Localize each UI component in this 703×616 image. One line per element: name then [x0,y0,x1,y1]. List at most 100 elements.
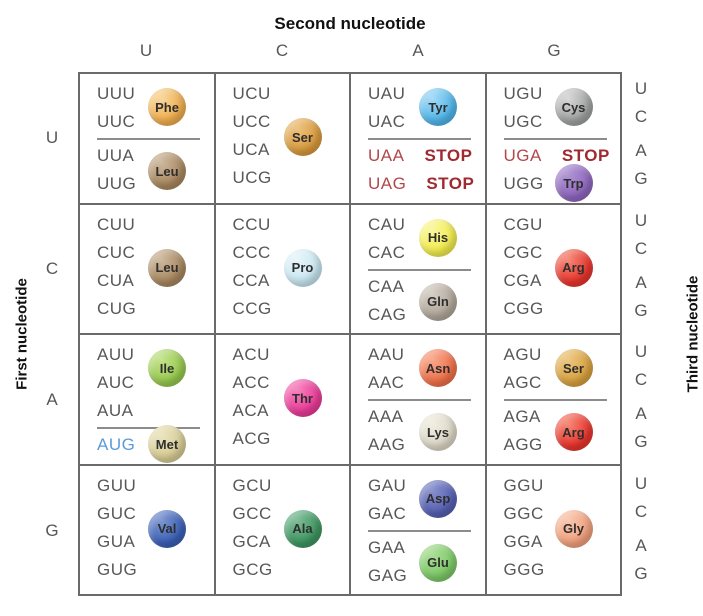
codon-UUC: UUC [97,112,136,131]
codon-UAU: UAU [368,84,406,103]
codon-group-divider [368,529,471,532]
codon-group-divider [503,138,607,140]
col-header-C: C [275,41,289,60]
third-letter-U: U [634,79,648,98]
codon-line-GAA: GAA [368,534,485,562]
codon-UCA: UCA [232,140,270,159]
third-letter-G: G [634,169,648,188]
amino-badge-Ser: Ser [554,349,593,387]
codon-UCU: UCU [232,84,271,103]
codon-GAC: GAC [368,503,407,523]
codon-UGC: UGC [503,112,543,131]
codon-line-ACC: ACC [233,369,350,397]
codon-line-CGG: CGG [504,295,621,323]
stop-label: STOP [561,146,610,165]
row-header-C: C [45,258,59,278]
codon-ACA: ACA [232,401,269,420]
codon-line-UGU: UGU [504,80,621,108]
codon-ACC: ACC [232,373,270,392]
codon-line-UCG: UCG [233,164,350,192]
amino-badge-Val: Val [148,509,186,548]
third-letter-C: C [634,238,648,258]
codon-line-UUG: UUG [97,170,214,198]
codon-UCG: UCG [232,168,272,187]
codon-line-ACA: ACA [233,397,350,425]
amino-badge-Asp: Asp [419,479,457,518]
codon-GCU: GCU [232,475,272,495]
codon-line-UGG: UGG [504,170,621,198]
codon-GAU: GAU [368,475,407,495]
codon-group-divider [368,138,471,140]
codon-line-CCU: CCU [233,211,350,239]
codon-line-ACG: ACG [233,425,350,453]
row-header-A: A [46,389,58,409]
codon-UGU: UGU [503,84,543,103]
second-nucleotide-title: Second nucleotide [274,14,426,33]
codon-UUG: UUG [97,174,137,193]
codon-line-UCC: UCC [233,108,350,136]
codon-line-AUU: AUU [97,341,214,369]
third-letter-U: U [634,342,648,361]
third-letter-G: G [634,300,648,320]
third-letter-A: A [635,272,647,292]
codon-line-CGC: CGC [504,239,621,267]
codon-AAA: AAA [368,407,404,426]
codon-AGC: AGC [503,373,542,392]
codon-line-AAG: AAG [368,431,485,459]
amino-badge-Cys: Cys [554,88,593,126]
codon-GUC: GUC [97,503,137,523]
codon-line-CGU: CGU [504,211,621,239]
codon-ACG: ACG [232,429,271,448]
codon-CAG: CAG [368,304,407,324]
codon-AGG: AGG [503,435,543,454]
amino-badge-Gly: Gly [554,509,593,548]
codon-line-GGU: GGU [504,472,621,500]
codon-line-CUA: CUA [97,267,214,295]
codon-GUG: GUG [97,559,138,579]
codon-line-AAC: AAC [368,369,485,397]
amino-badge-Gln: Gln [419,282,457,321]
codon-GCA: GCA [232,531,271,551]
codon-GGU: GGU [503,475,544,495]
col-header-U: U [139,41,153,60]
codon-ACU: ACU [232,345,270,364]
codon-line-CUC: CUC [97,239,214,267]
codon-AUG: AUG [97,435,136,454]
amino-badge-Met: Met [148,425,186,463]
codon-line-AUC: AUC [97,369,214,397]
row-header-U: U [45,127,59,147]
codon-line-ACU: ACU [233,341,350,369]
codon-line-CAU: CAU [368,211,485,239]
third-letter-U: U [634,210,648,230]
codon-CUU: CUU [97,214,136,234]
codon-GGA: GGA [503,531,543,551]
codon-line-UCU: UCU [233,80,350,108]
codon-line-CCA: CCA [233,267,350,295]
codon-GUA: GUA [97,531,136,551]
codon-GCG: GCG [232,559,273,579]
codon-AAU: AAU [368,345,405,364]
codon-group-divider [503,399,607,401]
amino-badge-Leu: Leu [148,248,186,287]
codon-line-GUA: GUA [97,528,214,556]
codon-line-AGC: AGC [504,369,621,397]
amino-badge-Asn: Asn [419,349,457,387]
codon-CGU: CGU [503,214,543,234]
codon-line-CGA: CGA [504,267,621,295]
codon-group-divider [368,399,471,401]
codon-line-UGC: UGC [504,108,621,136]
codon-line-CUG: CUG [97,295,214,323]
codon-line-GGG: GGG [504,556,621,584]
codon-line-AAA: AAA [368,403,485,431]
amino-badge-Lys: Lys [419,413,457,451]
